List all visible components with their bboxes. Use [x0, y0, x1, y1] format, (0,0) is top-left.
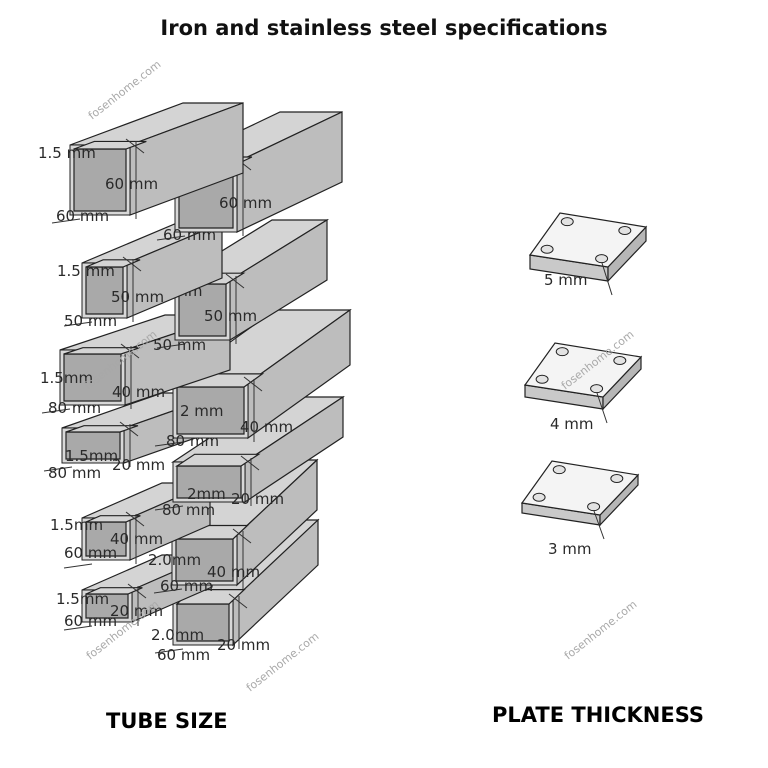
bolt-hole: [540, 244, 554, 254]
width-dimension-line: [156, 235, 186, 241]
width-dimension-line: [156, 343, 186, 349]
tube-height-label: 40 mm: [207, 563, 260, 581]
tube-inner-top: [63, 347, 141, 355]
tube-width-label: 50 mm: [64, 312, 117, 330]
plate-thickness-label: 5 mm: [544, 271, 588, 289]
thickness-tick: [232, 528, 252, 544]
tube-width-label: 60 mm: [56, 207, 109, 225]
thickness-tick: [127, 583, 147, 599]
tube-height-label: 60 mm: [219, 194, 272, 212]
bolt-hole: [590, 384, 604, 394]
tube-thickness-label: 1.5 mm: [57, 262, 115, 280]
plate-thickness-line: [596, 392, 608, 424]
tube-height-label: 40 mm: [112, 383, 165, 401]
plate-thickness-label: 3 mm: [548, 540, 592, 558]
watermark-text: fosenhome.com: [562, 598, 640, 663]
thickness-tick: [122, 256, 142, 272]
thickness-tick: [225, 273, 245, 289]
tube-width-label: 60 mm: [64, 544, 117, 562]
width-dimension-line: [153, 588, 183, 594]
thickness-tick: [125, 511, 145, 527]
page-title: Iron and stainless steel specifications: [160, 16, 608, 40]
width-dimension-line: [63, 625, 93, 631]
tube-thickness-label: 2mm: [187, 485, 226, 503]
tube-width-label: 80 mm: [162, 501, 215, 519]
tube-width-label: 80 mm: [48, 464, 101, 482]
tube-inner-top: [73, 140, 147, 150]
tube-inner-top: [65, 425, 139, 433]
tube-height-label: 50 mm: [204, 307, 257, 325]
width-dimension-line: [154, 505, 184, 511]
tube-height-label: 40 mm: [240, 418, 293, 436]
plate-2: 4 mm: [523, 342, 643, 433]
tube-thickness-label: 2 mm: [180, 402, 224, 420]
bolt-hole: [610, 473, 624, 483]
bolt-hole: [555, 347, 569, 357]
thickness-tick: [119, 421, 139, 437]
tube-thickness-label: 1.5mm: [65, 447, 118, 465]
tube-inner-top: [85, 259, 141, 268]
thickness-tick: [125, 138, 145, 154]
bolt-hole: [532, 492, 546, 502]
thickness-tick: [240, 455, 260, 471]
tube-thickness-label: 2.0mm: [148, 551, 201, 569]
tube-width-label: 50 mm: [153, 336, 206, 354]
width-dimension-line: [63, 563, 93, 569]
watermark-text: fosenhome.com: [86, 58, 164, 123]
tube-height-label: 50 mm: [111, 288, 164, 306]
thickness-tick: [228, 593, 248, 609]
width-dimension-line: [154, 648, 184, 654]
bolt-hole: [552, 465, 566, 475]
tube-height-label: 20 mm: [217, 636, 270, 654]
tube-height-label: 20 mm: [112, 456, 165, 474]
width-dimension-line: [43, 466, 73, 472]
tube-inner-top: [175, 453, 261, 467]
plate-thickness-line: [601, 262, 613, 296]
tube-size-label: TUBE SIZE: [106, 709, 228, 733]
bolt-hole: [560, 217, 574, 227]
tube-height-label: 60 mm: [105, 175, 158, 193]
tube-height-label: 20 mm: [231, 490, 284, 508]
plate-top-face: [520, 460, 640, 516]
tube-thickness-label: 1.5mm: [50, 516, 103, 534]
tube-width-label: 60 mm: [163, 226, 216, 244]
thickness-tick: [243, 376, 263, 392]
bolt-hole: [613, 355, 627, 365]
plate-thickness-line: [593, 510, 605, 540]
plate-thickness-label: 4 mm: [550, 415, 594, 433]
tube-height-label: 20 mm: [110, 602, 163, 620]
tube-width-label: 80 mm: [166, 432, 219, 450]
plate-top-face: [523, 342, 643, 398]
bolt-hole: [587, 502, 601, 512]
tube-thickness-label: 2.0mm: [151, 626, 204, 644]
tube-3: 1.5 mm 50 mm 50 mm: [57, 222, 223, 330]
tube-inner-top: [85, 587, 143, 595]
width-dimension-line: [63, 321, 93, 327]
bolt-hole: [618, 225, 632, 235]
tube-width-label: 60 mm: [64, 612, 117, 630]
tube-width-label: 60 mm: [157, 646, 210, 664]
plate-3: 3 mm: [520, 460, 640, 558]
bolt-hole: [535, 374, 549, 384]
width-dimension-line: [51, 218, 81, 224]
tube-height-label: 40 mm: [110, 530, 163, 548]
tube-width-label: 80 mm: [48, 399, 101, 417]
thickness-tick: [120, 343, 140, 359]
plate-top-face: [528, 212, 648, 268]
plate-thickness-label: PLATE THICKNESS: [492, 703, 704, 727]
tube-width-label: 60 mm: [160, 577, 213, 595]
tube-thickness-label: 1.5mm: [40, 369, 93, 387]
width-dimension-line: [154, 441, 184, 447]
width-dimension-line: [41, 408, 71, 414]
tube-inner-top: [85, 515, 141, 523]
bolt-hole: [595, 254, 609, 264]
tube-1: 1.5 mm 60 mm 60 mm: [38, 102, 244, 225]
plate-1: 5 mm: [528, 212, 648, 296]
tube-thickness-label: 1.5 mm: [38, 144, 96, 162]
tube-6: 2 mm 40 mm 80 mm: [154, 308, 352, 450]
tube-thickness-label: 1.5mm: [56, 590, 109, 608]
